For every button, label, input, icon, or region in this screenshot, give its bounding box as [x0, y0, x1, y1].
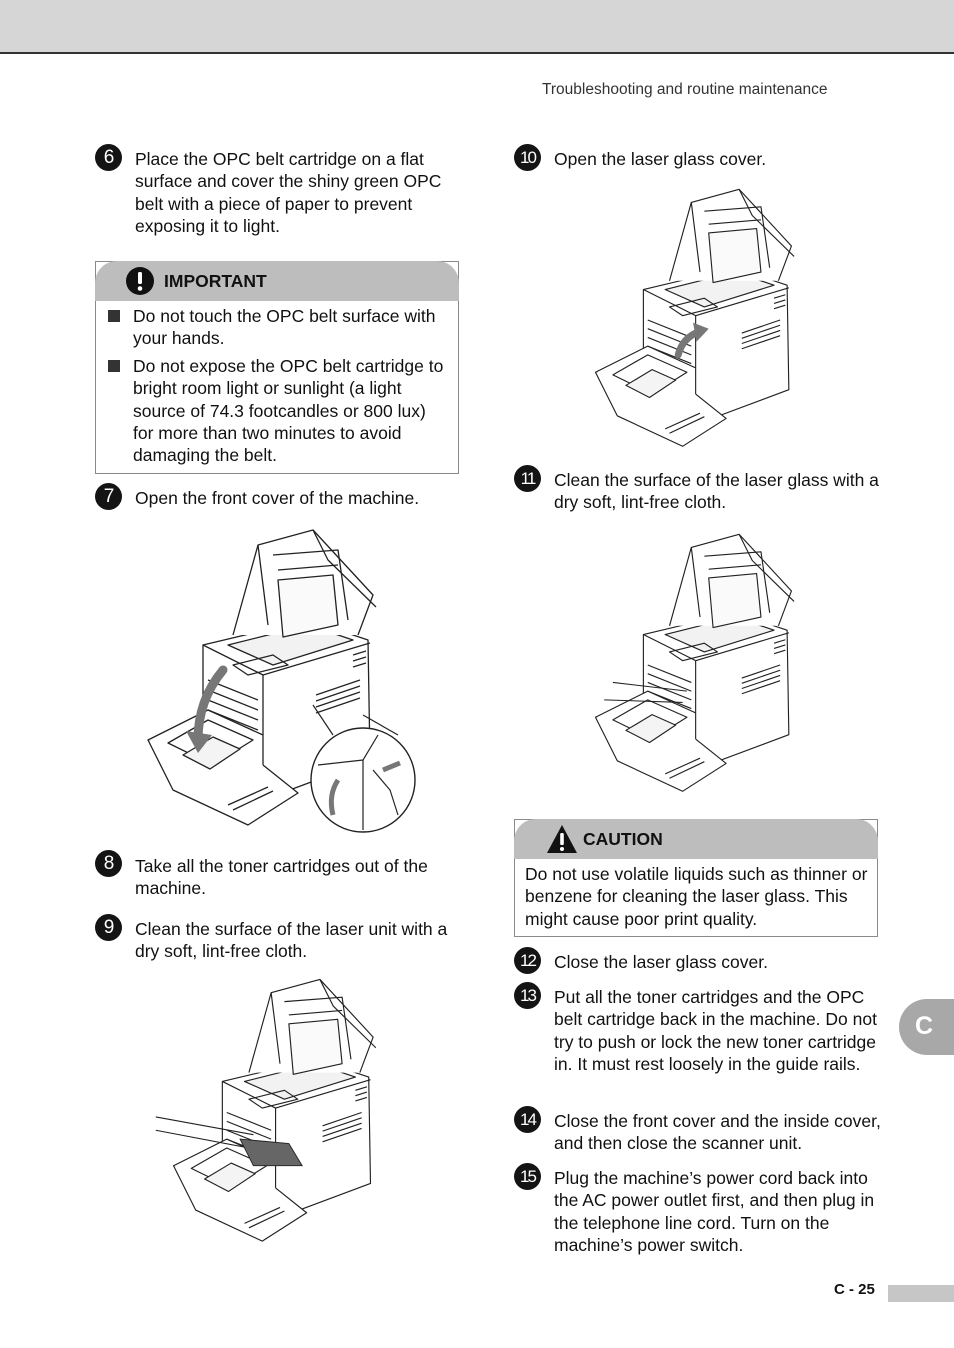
caution-text: Do not use volatile liquids such as thin…: [525, 864, 868, 929]
exclamation-icon: [126, 267, 154, 295]
caution-header: CAUTION: [514, 819, 878, 859]
step-8-number: 8: [95, 850, 122, 877]
printer-clean-laser-glass-illustration: [594, 533, 795, 792]
bullet-square-icon: [108, 310, 120, 322]
step-8-text: Take all the toner cartridges out of the…: [135, 856, 428, 899]
chapter-tab: C: [899, 999, 954, 1055]
important-title: IMPORTANT: [164, 271, 267, 291]
step-13-text: Put all the toner cartridges and the OPC…: [554, 987, 877, 1074]
important-box: IMPORTANT Do not touch the OPC belt surf…: [95, 261, 459, 474]
footer-bar: [888, 1285, 954, 1302]
caution-box: CAUTION Do not use volatile liquids such…: [514, 819, 878, 937]
step-9-number: 9: [95, 914, 122, 941]
step-6-text: Place the OPC belt cartridge on a flat s…: [135, 149, 442, 236]
step-6-number: 6: [95, 144, 122, 171]
step-10-text: Open the laser glass cover.: [554, 149, 767, 169]
printer-laser-glass-cover-open-illustration: [594, 188, 795, 447]
top-bar: [0, 0, 954, 54]
chapter-tab-label: C: [915, 1012, 934, 1040]
step-12-text: Close the laser glass cover.: [554, 952, 768, 972]
step-14-text: Close the front cover and the inside cov…: [554, 1111, 881, 1154]
bullet-square-icon: [108, 360, 120, 372]
step-7-number: 7: [95, 483, 122, 510]
printer-clean-laser-unit-illustration: [155, 978, 377, 1242]
step-15-text: Plug the machine’s power cord back into …: [554, 1168, 875, 1255]
page-number: C - 25: [834, 1281, 875, 1298]
step-11-number: 11: [514, 465, 541, 492]
step-11-text: Clean the surface of the laser glass wit…: [554, 470, 879, 513]
caution-title: CAUTION: [583, 829, 663, 849]
printer-front-cover-open-illustration: [147, 529, 416, 833]
step-10-number: 10: [514, 144, 541, 171]
warning-triangle-icon: [547, 825, 577, 853]
step-12-number: 12: [514, 947, 541, 974]
step-7-text: Open the front cover of the machine.: [135, 488, 420, 508]
step-13-number: 13: [514, 982, 541, 1009]
step-9-text: Clean the surface of the laser unit with…: [135, 919, 448, 962]
important-header: IMPORTANT: [95, 261, 459, 301]
step-14-number: 14: [514, 1106, 541, 1133]
section-header: Troubleshooting and routine maintenance: [542, 81, 828, 98]
step-15-number: 15: [514, 1163, 541, 1190]
